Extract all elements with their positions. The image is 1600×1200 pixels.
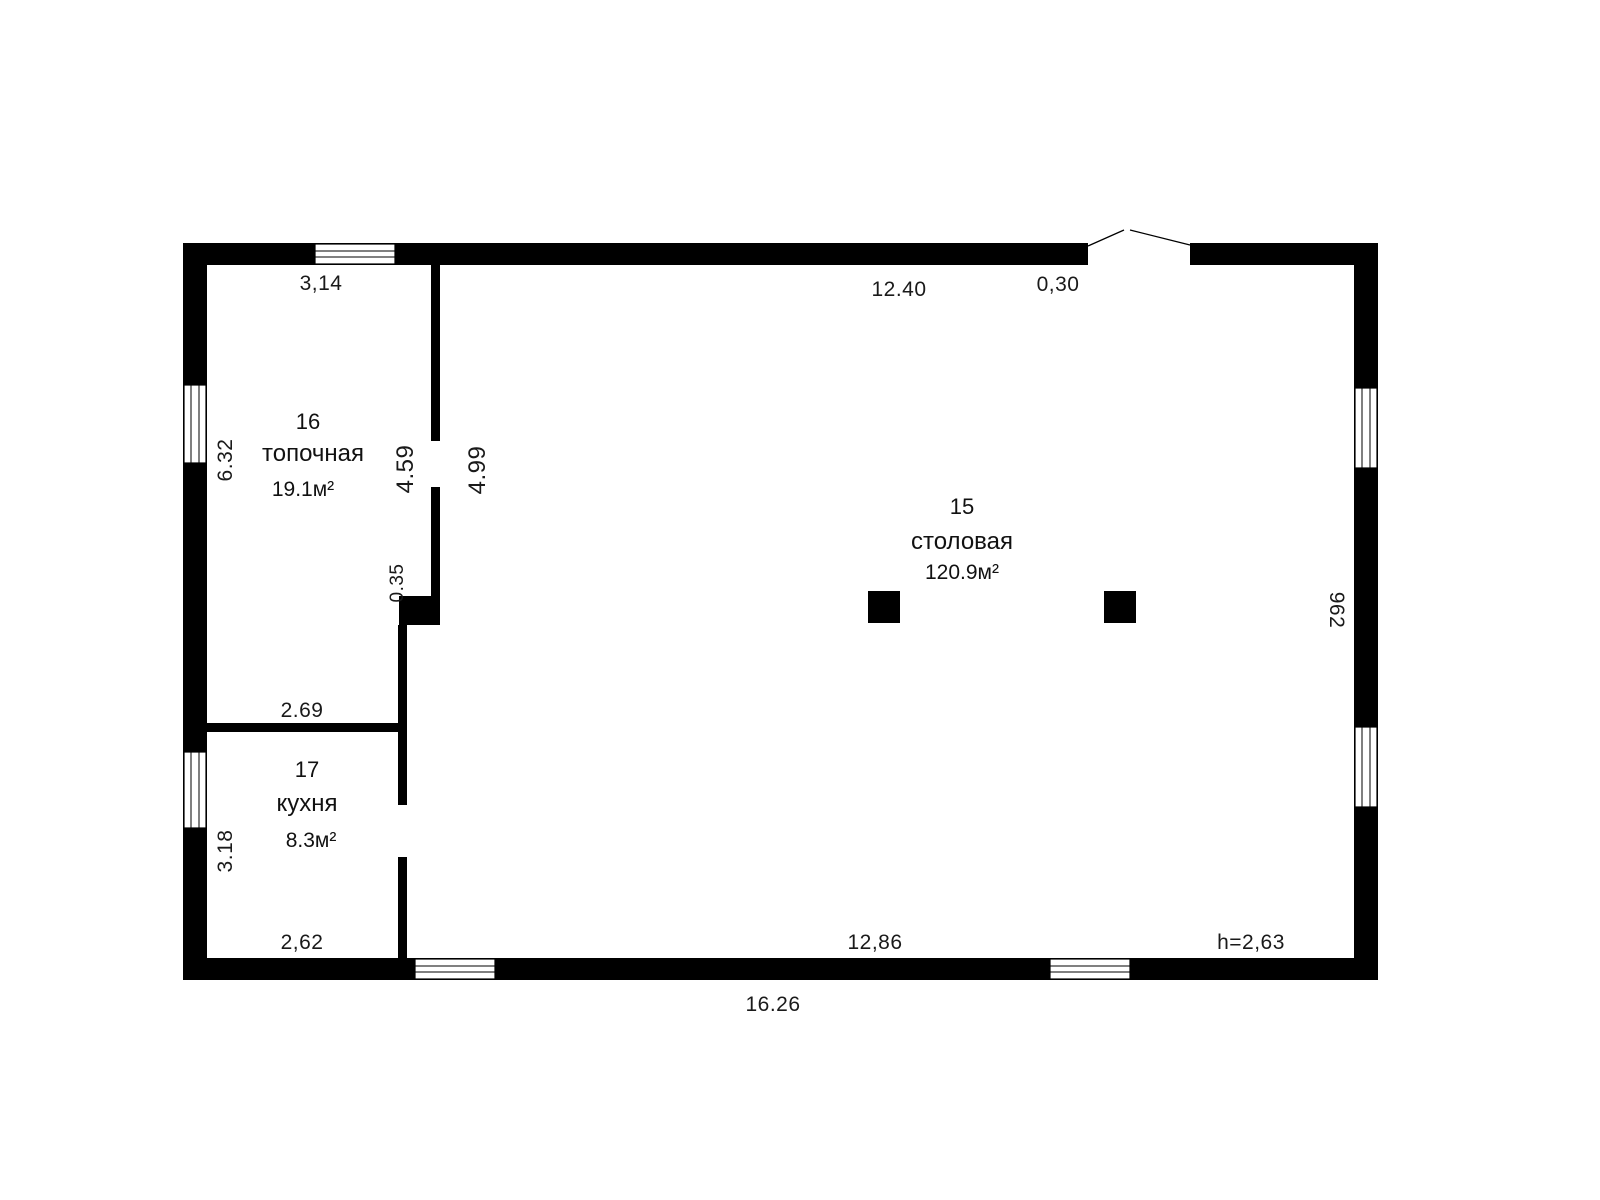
room-area: 120.9м² — [925, 561, 999, 584]
dim-top-main: 12.40 — [871, 278, 926, 301]
room-number: 17 — [295, 757, 319, 782]
room-area: 19.1м² — [272, 478, 334, 501]
dimension-labels: 3,14 12.40 0,30 6.32 4.59 4.99 0.35 2.69… — [214, 272, 1348, 1016]
column — [868, 591, 900, 623]
dim-top-door-gap: 0,30 — [1037, 273, 1080, 296]
window-bottom-right — [1049, 958, 1131, 980]
room-name: кухня — [276, 790, 337, 817]
right-wall — [1354, 243, 1378, 980]
window-left-lower — [183, 751, 207, 829]
column — [1104, 591, 1136, 623]
exterior-walls — [183, 243, 1378, 980]
door-leaf-left — [1087, 229, 1125, 247]
dim-ceiling-height: h=2,63 — [1217, 931, 1285, 954]
left-wall — [183, 243, 207, 980]
window-right-lower — [1354, 726, 1378, 808]
dim-left-upper: 6.32 — [214, 439, 237, 482]
window-left-upper — [183, 384, 207, 464]
door-leaf-right — [1129, 229, 1191, 246]
dim-left-lower: 3.18 — [214, 830, 237, 873]
room-kitchen: 17 кухня 8.3м² — [276, 757, 337, 852]
top-wall-right — [1190, 243, 1378, 265]
partition-upper — [431, 265, 440, 441]
dim-bottom-main: 12,86 — [847, 931, 902, 954]
partition-lower-upper — [398, 625, 407, 805]
partition-step — [399, 596, 440, 625]
dim-overall-width: 16.26 — [745, 993, 800, 1016]
columns — [868, 591, 1136, 623]
dim-bottom-left: 2,62 — [281, 931, 324, 954]
dim-top-left: 3,14 — [300, 272, 343, 295]
room-name: столовая — [911, 528, 1013, 555]
room-labels: 15 столовая 120.9м² 16 топочная 19.1м² 1… — [262, 409, 1013, 852]
partition-lower-bottom — [398, 857, 407, 958]
room-number: 16 — [296, 409, 320, 434]
dim-partition-inner: 4.59 — [392, 445, 419, 494]
room-area: 8.3м² — [286, 829, 337, 852]
interior-walls — [207, 265, 440, 958]
window-bottom-left — [414, 958, 496, 980]
room-boiler: 16 топочная 19.1м² — [262, 409, 364, 501]
dim-mid-left: 2.69 — [281, 699, 324, 722]
kitchen-divider — [207, 723, 398, 732]
windows — [183, 243, 1378, 980]
top-wall-left — [183, 243, 1088, 265]
partition-middle — [431, 487, 440, 625]
window-top — [314, 243, 396, 265]
entrance-door — [1087, 229, 1191, 247]
dim-step: 0.35 — [387, 564, 408, 603]
window-right-upper — [1354, 387, 1378, 469]
dim-partition-outer: 4.99 — [464, 446, 491, 495]
room-dining: 15 столовая 120.9м² — [911, 494, 1013, 584]
room-name: топочная — [262, 440, 364, 467]
room-number: 15 — [950, 494, 974, 519]
bottom-wall — [183, 958, 1378, 980]
dim-right-side: 962 — [1325, 592, 1348, 629]
